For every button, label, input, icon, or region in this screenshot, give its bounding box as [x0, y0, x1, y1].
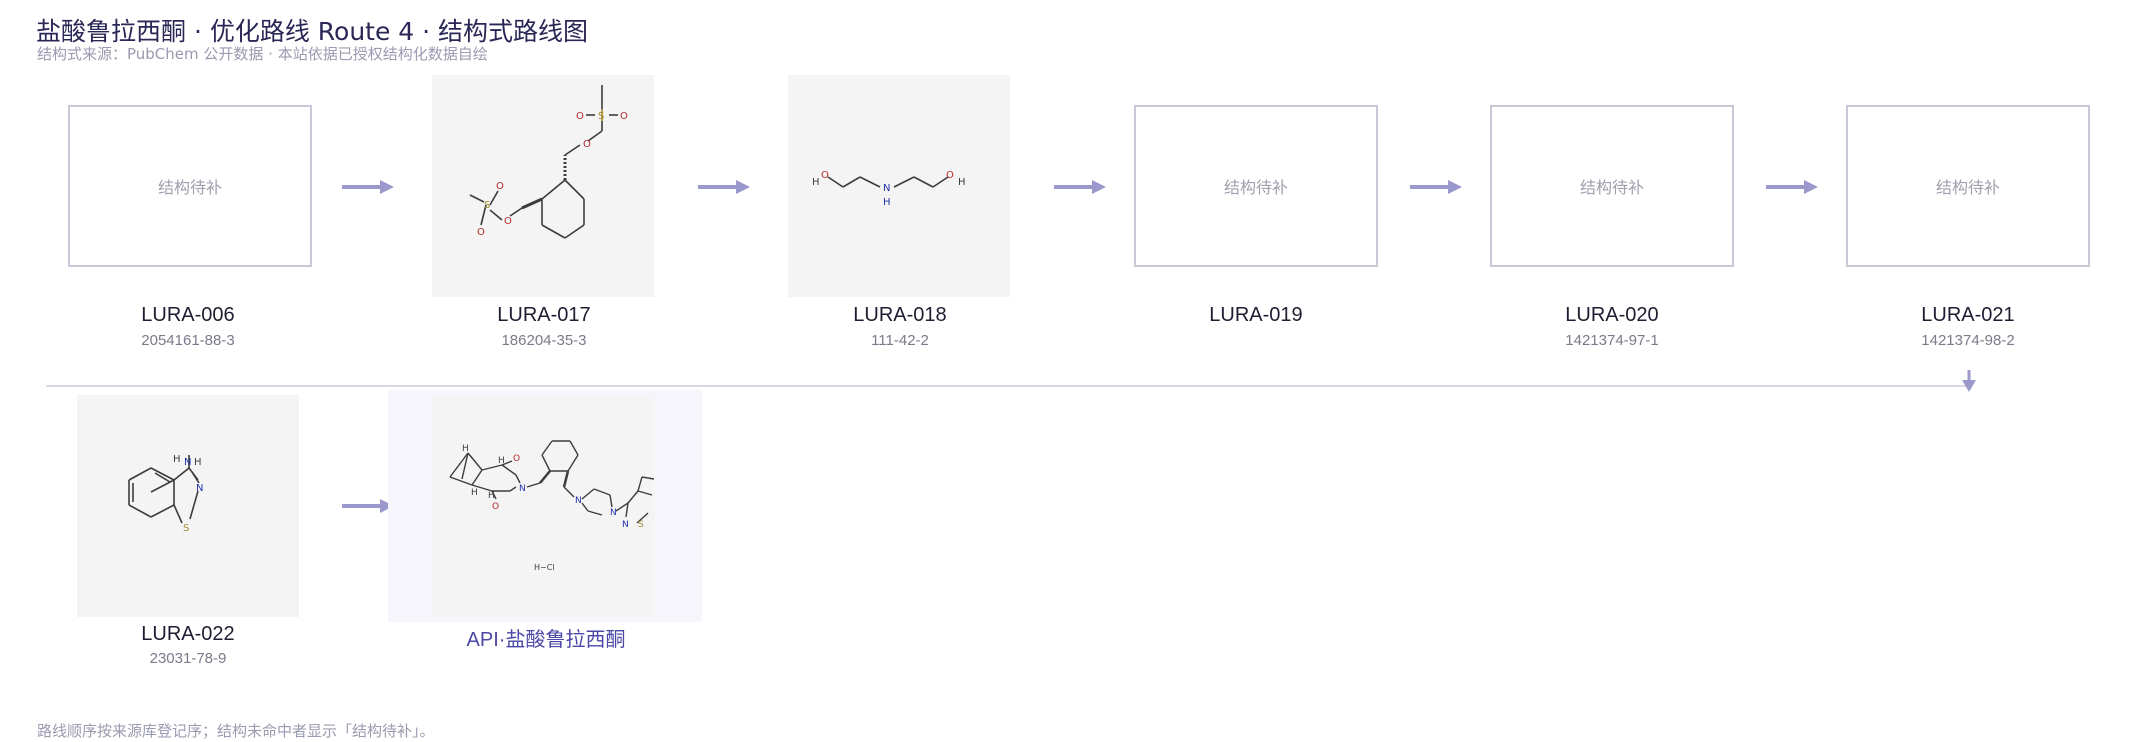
arrow-right-icon — [698, 180, 750, 194]
atom-label: O — [504, 216, 512, 227]
route-node-lura-019[interactable]: 结构待补 LURA-019 — [1106, 75, 1406, 355]
atom-label: N — [622, 520, 629, 530]
atom-label: O — [576, 111, 584, 122]
arrow-right-icon — [1410, 180, 1462, 194]
structure-placeholder: 结构待补 — [1134, 105, 1378, 267]
atom-label: O — [477, 227, 485, 238]
arrow-down-icon — [1962, 370, 1976, 392]
placeholder-label: 结构待补 — [1579, 178, 1644, 197]
atom-label: H — [194, 457, 202, 468]
atom-label: H — [498, 456, 505, 466]
atom-label: O — [821, 170, 829, 181]
compound-code: LURA-020 — [1565, 304, 1659, 326]
page-title: 盐酸鲁拉西酮 · 优化路线 Route 4 · 结构式路线图 — [36, 17, 589, 46]
compound-code: LURA-022 — [141, 623, 235, 645]
cas-number: 111-42-2 — [871, 332, 929, 349]
route-node-lura-017[interactable]: O S O O O S O O LURA-017 186204-35-3 — [394, 75, 694, 355]
row-wrap-connector — [46, 385, 1972, 387]
route-node-lura-006[interactable]: 结构待补 LURA-006 2054161-88-3 — [38, 75, 338, 355]
structure-image-lura-022: H N H N S — [77, 395, 299, 617]
atom-label: H — [471, 488, 478, 498]
atom-label: O — [583, 139, 591, 150]
structure-image-api: H H H H O O N N N N S H−Cl — [432, 395, 654, 617]
atom-label: O — [496, 181, 504, 192]
atom-label: S — [598, 111, 604, 122]
compound-code: LURA-019 — [1209, 304, 1303, 326]
cas-number: 2054161-88-3 — [141, 332, 235, 349]
atom-label: O — [946, 170, 954, 181]
atom-label: H — [812, 177, 820, 188]
atom-label: H — [883, 197, 891, 208]
atom-label: S — [638, 520, 644, 530]
compound-code: LURA-006 — [141, 304, 235, 326]
cas-number: 23031-78-9 — [149, 650, 227, 667]
route-node-lura-022[interactable]: H N H N S LURA-022 23031-78-9 — [38, 395, 338, 675]
placeholder-label: 结构待补 — [157, 178, 222, 197]
cas-number: 186204-35-3 — [501, 332, 587, 349]
compound-code: LURA-018 — [853, 304, 947, 326]
route-node-lura-018[interactable]: H O N H O H LURA-018 111-42-2 — [750, 75, 1050, 355]
route-node-api[interactable]: H H H H O O N N N N S H−Cl API·盐酸鲁拉西酮 — [388, 390, 704, 670]
placeholder-label: 结构待补 — [1223, 178, 1288, 197]
arrow-right-icon — [342, 180, 394, 194]
atom-label: H — [173, 454, 181, 465]
atom-label: S — [484, 200, 490, 211]
structure-placeholder: 结构待补 — [1846, 105, 2090, 267]
route-node-lura-021[interactable]: 结构待补 LURA-021 1421374-98-2 — [1818, 75, 2118, 355]
placeholder-label: 结构待补 — [1935, 178, 2000, 197]
compound-code: LURA-017 — [497, 304, 591, 326]
structure-image-lura-017: O S O O O S O O — [432, 75, 654, 297]
arrow-right-icon — [1054, 180, 1106, 194]
compound-code: API·盐酸鲁拉西酮 — [466, 629, 626, 651]
footer-note: 路线顺序按来源库登记序；结构未命中者显示「结构待补」。 — [37, 722, 435, 740]
arrow-right-icon — [342, 499, 394, 513]
page-subtitle: 结构式来源：PubChem 公开数据 · 本站依据已授权结构化数据自绘 — [37, 45, 488, 63]
atom-label: S — [183, 523, 189, 534]
cas-number: 1421374-98-2 — [1921, 332, 2015, 349]
atom-label: N — [575, 496, 582, 506]
atom-label: N — [883, 183, 890, 194]
atom-label: O — [513, 454, 520, 464]
structure-placeholder: 结构待补 — [1490, 105, 1734, 267]
atom-label: N — [519, 484, 526, 494]
atom-label: N — [196, 483, 203, 494]
compound-code: LURA-021 — [1921, 304, 2015, 326]
salt-label: H−Cl — [534, 563, 555, 572]
atom-label: O — [492, 502, 499, 512]
atom-label: O — [620, 111, 628, 122]
atom-label: H — [462, 444, 469, 454]
route-node-lura-020[interactable]: 结构待补 LURA-020 1421374-97-1 — [1462, 75, 1762, 355]
atom-label: N — [610, 508, 617, 518]
atom-label: H — [488, 491, 495, 501]
arrow-right-icon — [1766, 180, 1818, 194]
structure-placeholder: 结构待补 — [68, 105, 312, 267]
atom-label: N — [184, 457, 191, 468]
structure-image-lura-018: H O N H O H — [788, 75, 1010, 297]
cas-number: 1421374-97-1 — [1565, 332, 1659, 349]
atom-label: H — [958, 177, 966, 188]
